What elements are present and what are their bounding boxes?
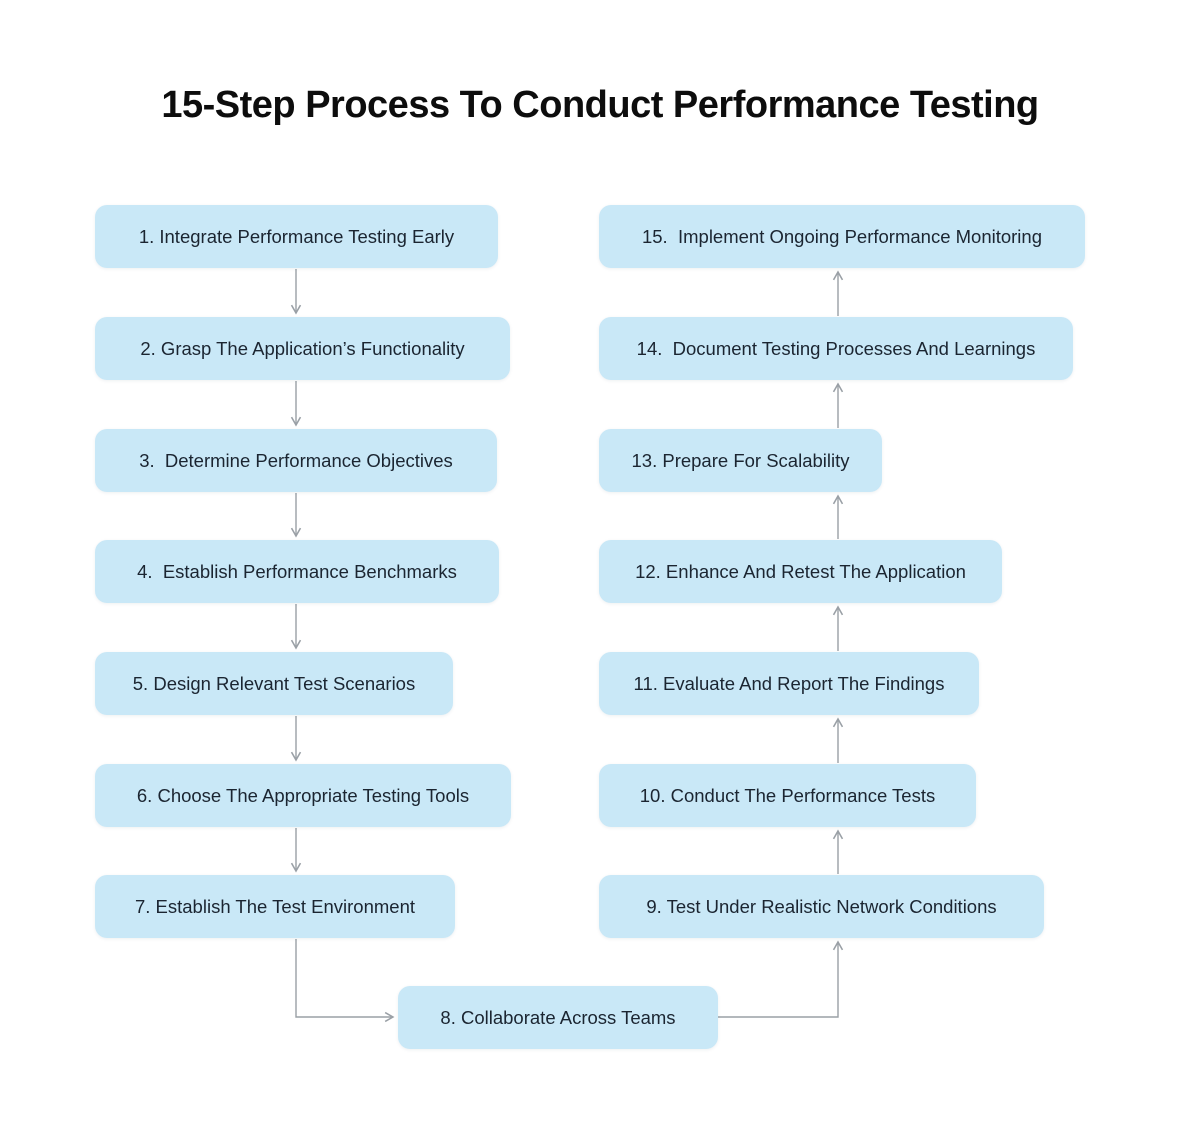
step-label-13: 13. Prepare For Scalability	[631, 449, 850, 471]
page-title: 15-Step Process To Conduct Performance T…	[161, 84, 1039, 126]
arrow-step7-step8	[295, 939, 395, 1023]
step-box-6: 6. Choose The Appropriate Testing Tools	[95, 764, 511, 827]
step-label-10: 10. Conduct The Performance Tests	[639, 784, 936, 806]
step-label-14: 14. Document Testing Processes And Learn…	[636, 337, 1036, 359]
step-label-15: 15. Implement Ongoing Performance Monito…	[641, 225, 1042, 247]
step-box-8: 8. Collaborate Across Teams	[398, 986, 718, 1049]
step-box-2: 2. Grasp The Application’s Functionality	[95, 317, 510, 380]
step-label-5: 5. Design Relevant Test Scenarios	[132, 672, 416, 694]
step-label-1: 1. Integrate Performance Testing Early	[138, 225, 455, 247]
step-box-13: 13. Prepare For Scalability	[599, 429, 882, 492]
step-box-15: 15. Implement Ongoing Performance Monito…	[599, 205, 1085, 268]
step-label-7: 7. Establish The Test Environment	[134, 895, 416, 917]
step-box-9: 9. Test Under Realistic Network Conditio…	[599, 875, 1044, 938]
arrow-step8-step9	[718, 940, 844, 1018]
step-box-4: 4. Establish Performance Benchmarks	[95, 540, 499, 603]
step-box-11: 11. Evaluate And Report The Findings	[599, 652, 979, 715]
step-box-3: 3. Determine Performance Objectives	[95, 429, 497, 492]
step-label-12: 12. Enhance And Retest The Application	[635, 560, 966, 582]
step-label-2: 2. Grasp The Application’s Functionality	[140, 337, 465, 359]
step-label-8: 8. Collaborate Across Teams	[440, 1006, 676, 1028]
step-box-1: 1. Integrate Performance Testing Early	[95, 205, 498, 268]
step-label-9: 9. Test Under Realistic Network Conditio…	[646, 895, 997, 917]
step-label-4: 4. Establish Performance Benchmarks	[137, 560, 457, 582]
step-box-10: 10. Conduct The Performance Tests	[599, 764, 976, 827]
step-box-12: 12. Enhance And Retest The Application	[599, 540, 1002, 603]
step-label-6: 6. Choose The Appropriate Testing Tools	[136, 784, 470, 806]
step-box-7: 7. Establish The Test Environment	[95, 875, 455, 938]
step-box-5: 5. Design Relevant Test Scenarios	[95, 652, 453, 715]
step-label-3: 3. Determine Performance Objectives	[139, 449, 453, 471]
step-box-14: 14. Document Testing Processes And Learn…	[599, 317, 1073, 380]
step-label-11: 11. Evaluate And Report The Findings	[633, 672, 945, 694]
